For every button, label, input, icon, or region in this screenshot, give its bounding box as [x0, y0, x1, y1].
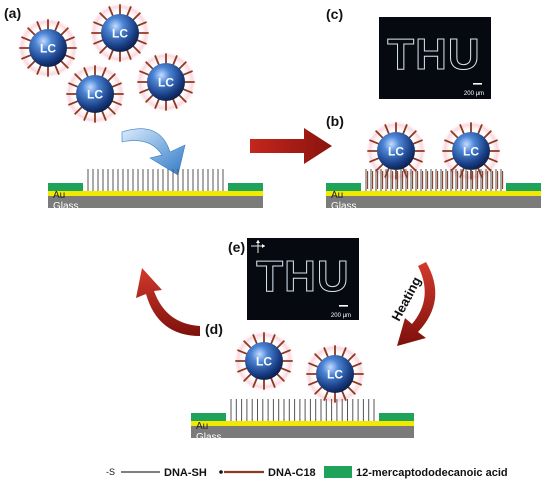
micrograph-e-text: THU — [256, 252, 349, 301]
panel-label-b: (b) — [326, 113, 344, 129]
particle-d-2: LC — [304, 343, 366, 405]
particle-b-1-label: LC — [388, 145, 404, 159]
particle-a-1-label: LC — [40, 42, 56, 56]
particle-group: LC LC LC LC LC LC LC LC — [17, 2, 502, 405]
micrograph-c-text: THU — [387, 30, 480, 79]
heating-curved-arrow — [397, 262, 436, 346]
particle-b-2: LC — [440, 120, 502, 182]
substrate-a-gold-label: Au — [53, 190, 65, 201]
particle-a-3: LC — [64, 63, 126, 125]
particle-a-2-label: LC — [112, 27, 128, 41]
panel-label-a: (a) — [4, 5, 21, 21]
substrate-d-gold-label: Au — [196, 421, 208, 432]
particle-a-4-label: LC — [158, 76, 174, 90]
substrate-d — [191, 399, 414, 438]
legend-mercapto-swatch — [324, 466, 352, 478]
micrograph-e-scale-label: 200 μm — [331, 313, 351, 319]
crossed-polarizer-icon — [251, 240, 265, 253]
micrograph-c: THU 200 μm — [379, 17, 491, 99]
panel-label-d: (d) — [205, 321, 223, 337]
micrograph-c-scalebar — [473, 83, 482, 85]
legend-mercapto-label: 12-mercaptododecanoic acid — [356, 467, 508, 479]
particle-d-2-label: LC — [327, 368, 343, 382]
legend-dna-sh-label: DNA-SH — [164, 467, 207, 479]
substrate-b-gold-label: Au — [331, 190, 343, 201]
micrograph-e: THU 200 μm — [247, 238, 359, 320]
particle-b-2-label: LC — [463, 145, 479, 159]
legend-dna-c18-label: DNA-C18 — [268, 467, 316, 479]
substrate-group — [48, 169, 541, 438]
particle-d-1-label: LC — [256, 355, 272, 369]
substrate-a — [48, 169, 263, 208]
panel-label-e: (e) — [228, 239, 245, 255]
panel-label-c: (c) — [326, 6, 343, 22]
particle-d-1: LC — [233, 330, 295, 392]
blue-curved-arrow — [121, 128, 186, 176]
particle-a-1: LC — [17, 17, 79, 79]
micrograph-e-scalebar — [339, 305, 348, 307]
particle-b-1: LC — [365, 120, 427, 182]
substrate-b-glass-label: Glass — [331, 201, 357, 212]
particle-a-4: LC — [135, 51, 197, 113]
red-straight-arrow — [250, 128, 332, 164]
particle-a-2: LC — [89, 2, 151, 64]
particle-a-3-label: LC — [87, 88, 103, 102]
substrate-d-glass-label: Glass — [196, 432, 222, 443]
return-curved-arrow — [136, 268, 200, 336]
legend-dna-sh-symbol: -S — [106, 467, 115, 477]
legend-symbols: -S — [106, 466, 352, 478]
micrograph-c-scale-label: 200 μm — [464, 91, 484, 97]
legend-dna-c18-dot — [219, 470, 223, 474]
substrate-b — [326, 169, 541, 208]
substrate-a-glass-label: Glass — [53, 201, 79, 212]
